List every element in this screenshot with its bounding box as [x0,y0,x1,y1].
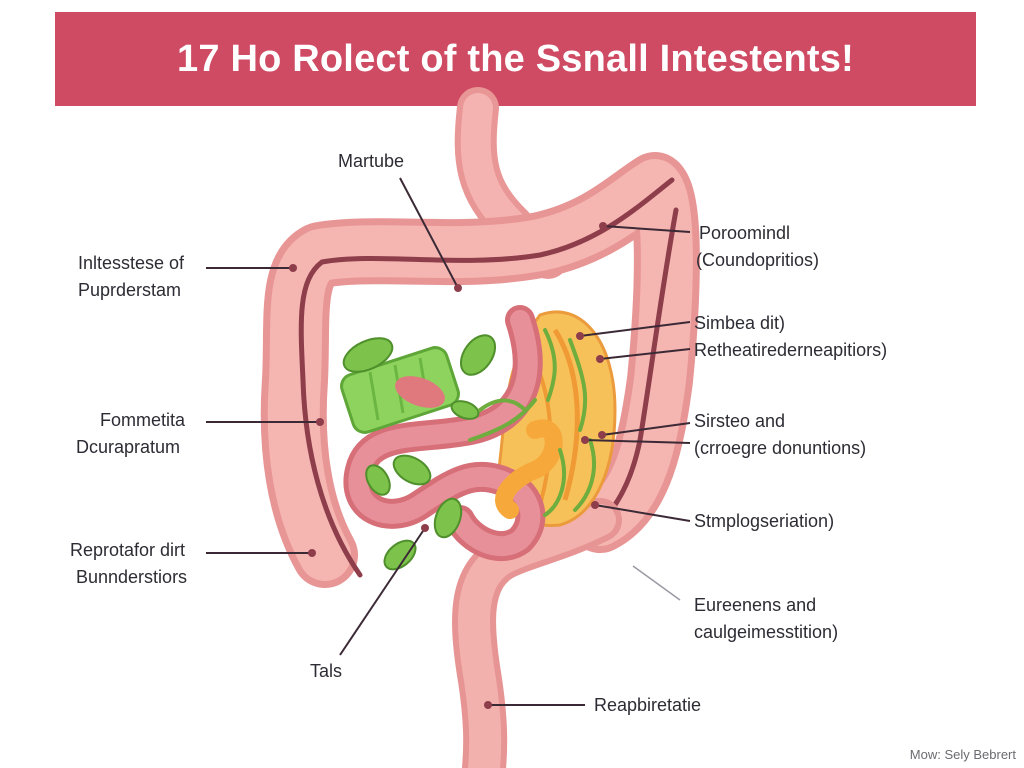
label-line-1: Eureenens and [694,595,817,615]
leaf [433,497,463,539]
orange-loop [495,419,563,519]
leaf [392,454,432,486]
leaf [365,464,391,496]
leader-lines [206,177,691,706]
dot [484,701,492,709]
strand [468,398,537,442]
diagram-title: 17 Ho Rolect of the Ssnall Intestents! [177,38,854,80]
label-intesstese: Inltesstese of Puprderstam [78,250,184,304]
label-simbea: Simbea dit) Retheatirederneapitiors) [694,310,887,364]
title-banner: 17 Ho Rolect of the Ssnall Intestents! [55,12,976,106]
leader-crroegre [584,439,691,444]
dot [316,418,324,426]
leader-martube [399,177,459,289]
label-line-2: Puprderstam [78,280,182,300]
strand [568,338,588,432]
label-line-1: Reprotafor dirt [70,540,186,560]
leader-stmplog [594,504,691,522]
label-line-2: Retheatirederneapitiors) [694,340,888,360]
leader-poroomindl [602,225,691,233]
dot [591,501,599,509]
label-line-1: Simbea dit) [694,313,786,333]
leader-tals [339,527,426,656]
lower-tube-fill [458,504,616,768]
small-intestine-loops-fill [348,310,541,556]
fatty-mass-stripe-1 [552,328,580,501]
label-martube-text: Martube [338,151,405,171]
label-line-2: (Coundopritios) [696,250,820,270]
label-line-1: Inltesstese of [78,253,185,273]
leader-sirsteo [601,422,691,436]
leaf [383,539,417,571]
leaves [342,334,497,571]
green-strands [468,328,596,517]
dot [289,264,297,272]
leaf [450,400,480,420]
label-line-2: caulgeimesstition) [694,622,839,642]
dot [308,549,316,557]
label-foommetita: Fommetita Dcurapratum [76,407,186,461]
leader-simbea [579,321,691,337]
leaf [459,334,497,376]
label-sirsteo: Sirsteo and (crroegre donuntions) [694,408,866,462]
label-stmplog-text: Stmplogseriation) [694,511,835,531]
dot [596,355,604,363]
strand [573,438,596,512]
label-line-2: Bunnderstiors [76,567,188,587]
green-tube-rib-1 [368,371,380,421]
label-stmplog: Stmplogseriation) [694,508,834,535]
label-line-2: Dcurapratum [76,437,181,457]
label-poroomindl: Poroomindl (Coundopritios) [696,220,819,274]
dot [421,524,429,532]
dot [454,284,462,292]
label-reapbiretatie-text: Reapbiretatie [594,695,702,715]
loop-segment [395,376,445,408]
dot [576,332,584,340]
label-reapbiretatie: Reapbiretatie [594,692,701,719]
large-intestine-fill [267,159,693,581]
label-tals: Tals [310,658,342,685]
label-martube: Martube [338,148,404,175]
credit-watermark: Mow: Sely Bebrert [909,747,1016,762]
label-reprotafor: Reprotafor dirt Bunnderstiors [70,537,187,591]
strand [543,328,557,402]
label-eureenens: Eureenens and caulgeimesstition) [694,592,838,646]
leaf [342,337,394,373]
strand [478,398,527,412]
large-intestine-inner-line [298,177,675,578]
leader-eureenens [632,565,681,601]
leader-retheat [599,348,691,360]
label-line-1: Sirsteo and [694,411,786,431]
label-line-1: Poroomindl [699,223,791,243]
label-line-2: (crroegre donuntions) [694,438,867,458]
dot [581,436,589,444]
strand [543,448,566,517]
leader-dots [289,222,607,709]
dot [598,431,606,439]
label-tals-text: Tals [310,661,343,681]
label-line-1: Fommetita [100,410,186,430]
dot [599,222,607,230]
